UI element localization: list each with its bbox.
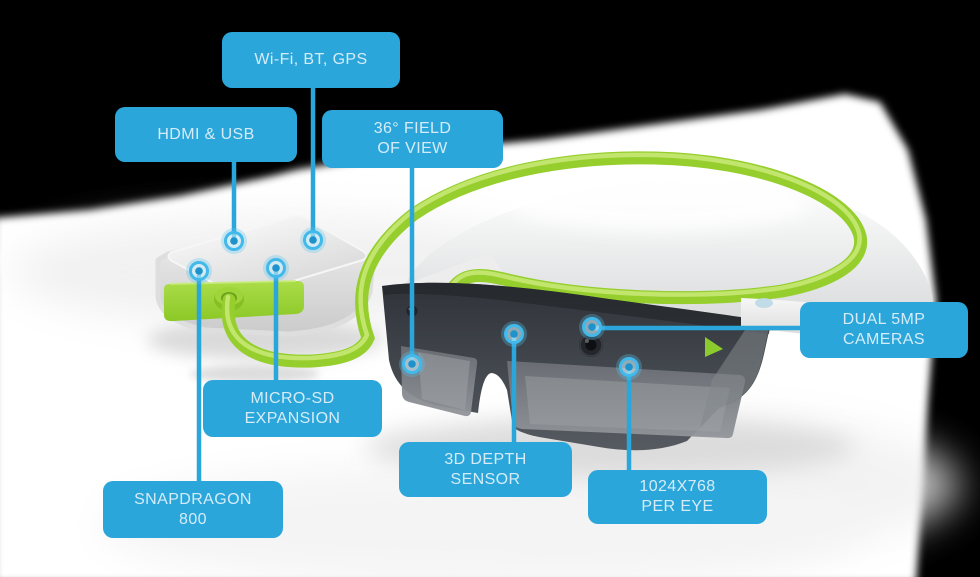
dot-snapdragon	[186, 258, 212, 284]
hinge-glint	[755, 298, 773, 308]
callout-label: Wi-Fi, BT, GPS	[254, 51, 368, 68]
right-lens	[507, 361, 746, 439]
callout-label: EXPANSION	[244, 409, 341, 427]
callout-field-of-view: 36° FIELD OF VIEW	[322, 110, 503, 168]
callout-label: SENSOR	[450, 470, 521, 488]
dot-micro-sd	[263, 255, 289, 281]
callout-label: 1024X768	[639, 478, 716, 495]
dot-wifi-bt-gps	[300, 227, 326, 253]
dot-dual-cameras	[579, 314, 605, 340]
callout-label: DUAL 5MP	[842, 311, 926, 328]
callout-label: CAMERAS	[843, 331, 925, 348]
dot-field-of-view	[399, 351, 425, 377]
callout-label: 800	[179, 510, 207, 528]
callout-wifi-bt-gps: Wi-Fi, BT, GPS	[222, 32, 400, 88]
dot-hdmi-usb	[221, 228, 247, 254]
callout-label: SNAPDRAGON	[134, 490, 252, 508]
callout-label: PER EYE	[641, 498, 714, 515]
callout-label: 3D DEPTH	[444, 450, 527, 468]
callout-label: HDMI & USB	[157, 125, 255, 143]
compute-box-top	[167, 215, 368, 297]
callout-resolution-per-eye: 1024X768 PER EYE	[588, 470, 767, 524]
callout-label: MICRO-SD	[250, 389, 335, 407]
callout-dual-5mp-cameras: DUAL 5MP CAMERAS	[800, 302, 968, 358]
callout-3d-depth-sensor: 3D DEPTH SENSOR	[399, 442, 572, 497]
green-cable	[221, 151, 868, 368]
callout-hdmi-usb: HDMI & USB	[115, 107, 297, 162]
callout-snapdragon-800: SNAPDRAGON 800	[103, 481, 283, 538]
callout-label: OF VIEW	[377, 140, 448, 157]
green-triangle-marker	[705, 337, 723, 357]
dot-depth-sensor	[501, 321, 527, 347]
annotation-dots	[186, 227, 642, 380]
callout-micro-sd-expansion: MICRO-SD EXPANSION	[203, 380, 382, 437]
annotation-lines	[196, 88, 801, 482]
callout-label: 36° FIELD	[373, 120, 452, 137]
dot-resolution	[616, 354, 642, 380]
